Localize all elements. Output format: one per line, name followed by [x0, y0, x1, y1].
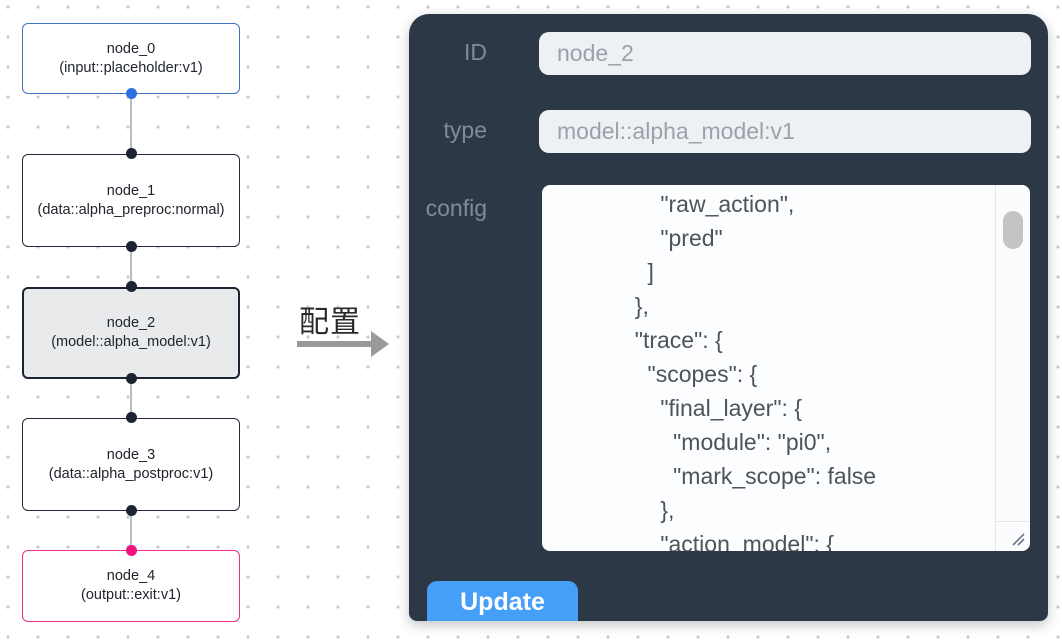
node-subtitle: (output::exit:v1) — [81, 587, 181, 603]
node-label: node_1 (data::alpha_preproc:normal) — [36, 182, 226, 220]
node-config-panel: ID type config "raw_action", "pred" ] },… — [409, 14, 1048, 621]
id-input[interactable] — [539, 32, 1031, 75]
flow-node-node_4[interactable]: node_4 (output::exit:v1) — [22, 550, 240, 622]
flow-node-node_3[interactable]: node_3 (data::alpha_postproc:v1) — [22, 418, 240, 511]
port-in-node_1[interactable] — [126, 148, 137, 159]
edge-node1-node2 — [130, 247, 132, 287]
config-json-text[interactable]: "raw_action", "pred" ] }, "trace": { "sc… — [634, 191, 877, 551]
type-field-label: type — [443, 117, 487, 143]
node-subtitle: (input::placeholder:v1) — [59, 59, 203, 76]
port-in-node_2[interactable] — [126, 281, 137, 292]
config-scrollbar[interactable] — [995, 185, 1030, 521]
config-annotation-label: 配置 — [299, 306, 361, 339]
update-button[interactable]: Update — [427, 581, 578, 621]
port-in-node_4[interactable] — [126, 545, 137, 556]
flow-node-node_1[interactable]: node_1 (data::alpha_preproc:normal) — [22, 154, 240, 247]
config-scrollbar-thumb[interactable] — [1003, 211, 1023, 249]
port-in-node_3[interactable] — [126, 412, 137, 423]
edge-node2-node3 — [130, 379, 132, 418]
node-subtitle: (model::alpha_model:v1) — [51, 334, 211, 350]
node-title: node_4 — [106, 568, 156, 584]
node-title: node_2 — [106, 315, 156, 331]
arrow-right-head-icon — [371, 331, 389, 357]
node-label: node_3 (data::alpha_postproc:v1) — [36, 446, 226, 484]
id-field-label: ID — [464, 39, 487, 65]
port-out-node_0[interactable] — [126, 88, 137, 99]
node-title: node_0 — [106, 40, 156, 57]
port-out-node_3[interactable] — [126, 505, 137, 516]
resize-handle-icon[interactable] — [995, 521, 1030, 551]
node-label: node_0 (input::placeholder:v1) — [36, 40, 226, 78]
config-field-label: config — [425, 195, 487, 221]
port-out-node_2[interactable] — [126, 373, 137, 384]
node-title: node_1 — [106, 182, 156, 199]
edge-node0-node1 — [130, 94, 132, 154]
port-out-node_1[interactable] — [126, 241, 137, 252]
edge-node3-node4 — [130, 511, 132, 550]
node-subtitle: (data::alpha_postproc:v1) — [48, 465, 214, 482]
config-editor[interactable]: "raw_action", "pred" ] }, "trace": { "sc… — [542, 185, 1030, 551]
flow-node-node_0[interactable]: node_0 (input::placeholder:v1) — [22, 23, 240, 94]
node-label: node_4 (output::exit:v1) — [36, 567, 226, 605]
arrow-right-icon — [297, 341, 373, 347]
type-input[interactable] — [539, 110, 1031, 153]
node-label: node_2 (model::alpha_model:v1) — [36, 314, 226, 352]
node-title: node_3 — [106, 446, 156, 463]
node-subtitle: (data::alpha_preproc:normal) — [37, 201, 225, 218]
flow-node-node_2-selected[interactable]: node_2 (model::alpha_model:v1) — [22, 287, 240, 379]
